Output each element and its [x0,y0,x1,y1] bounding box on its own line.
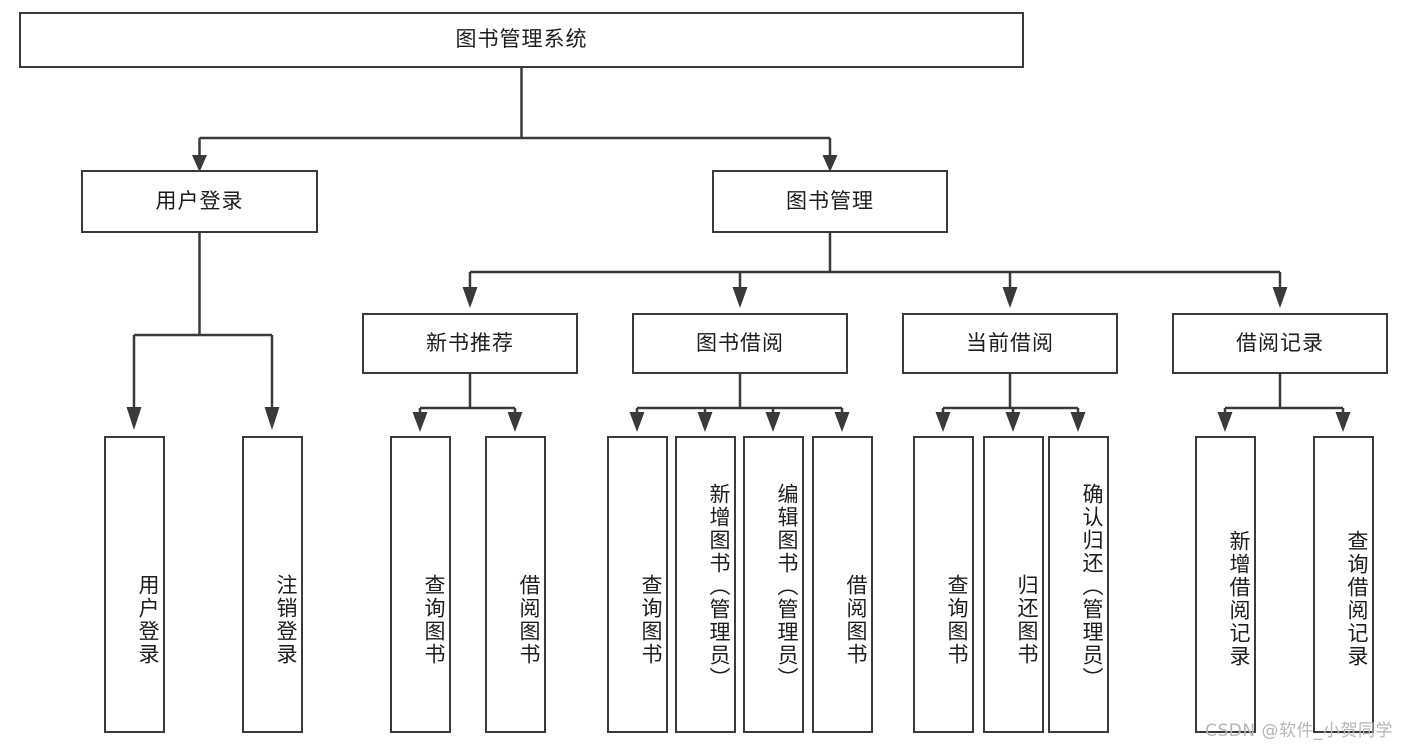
node-leaf-add-book[interactable]: 新增图书（管理员） [675,436,736,733]
node-leaf-confirm-return[interactable]: 确认归还（管理员） [1048,436,1109,733]
arrow-bookborrow-c4 [834,412,850,432]
node-leaf-query-book-2[interactable]: 查询图书 [607,436,668,733]
node-root[interactable]: 图书管理系统 [19,12,1024,68]
arrow-userlogin-c1 [126,407,142,430]
arrow-currentborrow-c1 [935,412,951,432]
node-book-borrow[interactable]: 图书借阅 [632,313,848,374]
node-leaf-user-logout[interactable]: 注销登录 [242,436,303,733]
node-leaf-query-book-3[interactable]: 查询图书 [913,436,974,733]
node-user-login[interactable]: 用户登录 [81,170,318,233]
node-book-manage[interactable]: 图书管理 [712,170,948,233]
arrow-borrowrecord-c1 [1217,412,1233,432]
arrow-currentborrow-c3 [1070,412,1086,432]
arrow-bookborrow-c1 [629,412,645,432]
arrow-userlogin-c2 [264,407,280,430]
arrow-bm-currentborrow [1002,287,1018,308]
node-leaf-query-book-1[interactable]: 查询图书 [390,436,451,733]
node-new-book-rec[interactable]: 新书推荐 [362,313,578,374]
arrow-bookborrow-c3 [765,412,781,432]
node-leaf-edit-book[interactable]: 编辑图书（管理员） [743,436,804,733]
node-leaf-user-login[interactable]: 用户登录 [104,436,165,733]
node-leaf-return-book[interactable]: 归还图书 [983,436,1044,733]
node-leaf-query-record[interactable]: 查询借阅记录 [1313,436,1374,733]
arrow-bm-borrowrecord [1272,287,1288,308]
watermark: CSDN @软件_小贺同学 [1205,721,1393,741]
node-leaf-borrow-book-2[interactable]: 借阅图书 [812,436,873,733]
arrow-newbook-c1 [412,412,428,432]
arrow-borrowrecord-c2 [1335,412,1351,432]
arrow-newbook-c2 [507,412,523,432]
node-current-borrow[interactable]: 当前借阅 [902,313,1118,374]
arrow-bookborrow-c2 [697,412,713,432]
arrow-bm-bookborrow [732,287,748,308]
node-leaf-add-record[interactable]: 新增借阅记录 [1195,436,1256,733]
arrow-bm-newbook [462,287,478,308]
node-borrow-record[interactable]: 借阅记录 [1172,313,1388,374]
arrow-currentborrow-c2 [1005,412,1021,432]
node-leaf-borrow-book-1[interactable]: 借阅图书 [485,436,546,733]
